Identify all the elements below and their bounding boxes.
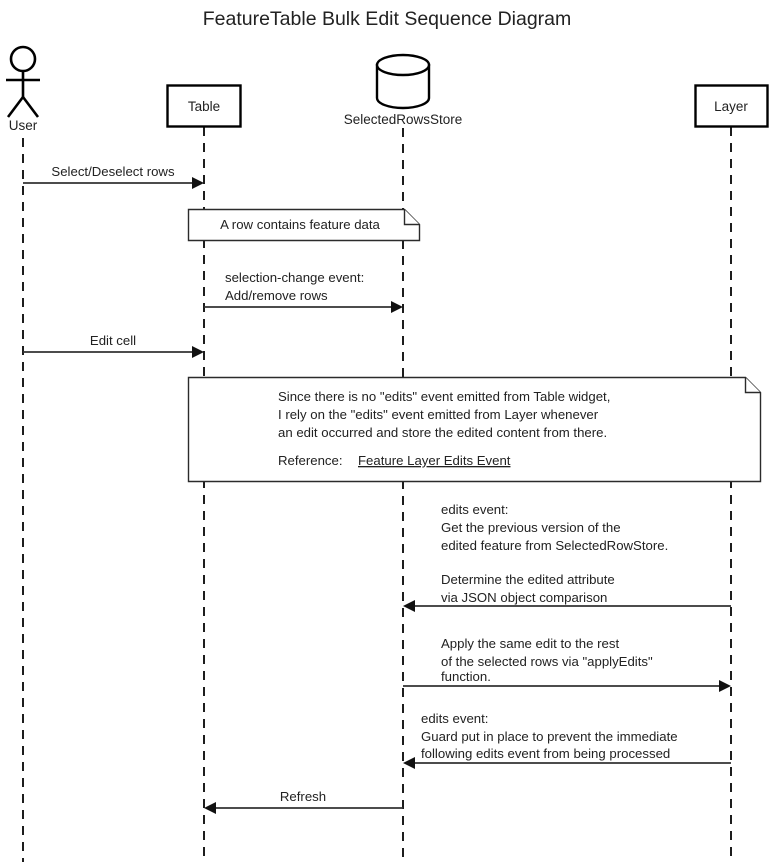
message-label-line-3: function. [441,669,491,684]
message-label-line-2: of the selected rows via "applyEdits" [441,654,653,669]
participant-label-layer: Layer [714,99,748,114]
message-label-line-6: via JSON object comparison [441,590,607,605]
arrow-head-right-icon [719,680,731,692]
arrow-head-left-icon [204,802,216,814]
message-label-line-5: Determine the edited attribute [441,572,615,587]
message-label-line-1: edits event: [421,711,488,726]
message-label-line-1: selection-change event: [225,270,364,285]
arrow-head-right-icon [192,346,204,358]
message-label-line-1: Apply the same edit to the rest [441,636,619,651]
participant-user[interactable]: User [6,45,40,133]
participant-layer[interactable]: Layer [694,84,769,128]
message-label-line-2: Get the previous version of the [441,520,621,535]
participant-label-store: SelectedRowsStore [344,112,463,127]
arrow-head-right-icon [391,301,403,313]
note-fold-corner-icon [744,377,761,394]
arrow-head-right-icon [192,177,204,189]
message-label: Refresh [280,789,326,804]
note-reference-link[interactable]: Feature Layer Edits Event [358,453,511,468]
message-label-line-1: edits event: [441,502,508,517]
diagram-title: FeatureTable Bulk Edit Sequence Diagram [203,8,572,30]
note-text-line-3: an edit occurred and store the edited co… [278,425,607,440]
actor-leg-left-icon [6,96,25,118]
note-text-line-2: I rely on the "edits" event emitted from… [278,407,599,422]
message-edits-event-guard[interactable]: edits event: Guard put in place to preve… [403,711,731,769]
participant-label-table: Table [188,99,220,114]
note-body [187,208,421,242]
database-cylinder-icon [375,53,431,110]
note-body [187,376,762,483]
arrow-head-left-icon [403,600,415,612]
participant-table[interactable]: Table [166,84,242,128]
note-fold-corner-icon [403,209,420,226]
participant-store[interactable]: SelectedRowsStore [344,53,463,127]
participant-label-user: User [9,118,38,133]
lifelines [22,127,732,862]
participant-box-layer [694,84,769,128]
message-select-deselect-rows[interactable]: Select/Deselect rows [23,164,204,189]
message-edit-cell[interactable]: Edit cell [23,333,204,358]
note-text-line-1: Since there is no "edits" event emitted … [278,389,610,404]
participant-box-table [166,84,242,128]
message-label-line-2: Add/remove rows [225,288,328,303]
actor-leg-right-icon [21,96,40,118]
message-edits-event-get-previous-version[interactable]: edits event: Get the previous version of… [403,502,731,612]
message-label: Edit cell [90,333,136,348]
arrow-head-left-icon [403,757,415,769]
message-refresh[interactable]: Refresh [204,789,403,814]
note-row-contains-feature-data: A row contains feature data [187,208,421,242]
note-reference-prefix: Reference: [278,453,343,468]
message-label-line-3: edited feature from SelectedRowStore. [441,538,668,553]
message-label-line-2: Guard put in place to prevent the immedi… [421,729,678,744]
note-text-line: A row contains feature data [220,217,380,232]
message-selection-change-event[interactable]: selection-change event: Add/remove rows [204,270,403,313]
message-label-line-3: following edits event from being process… [421,746,670,761]
message-apply-edits[interactable]: Apply the same edit to the rest of the s… [403,636,731,692]
message-label: Select/Deselect rows [51,164,175,179]
actor-head-icon [9,45,37,73]
note-edits-event-explanation: Since there is no "edits" event emitted … [187,376,762,483]
